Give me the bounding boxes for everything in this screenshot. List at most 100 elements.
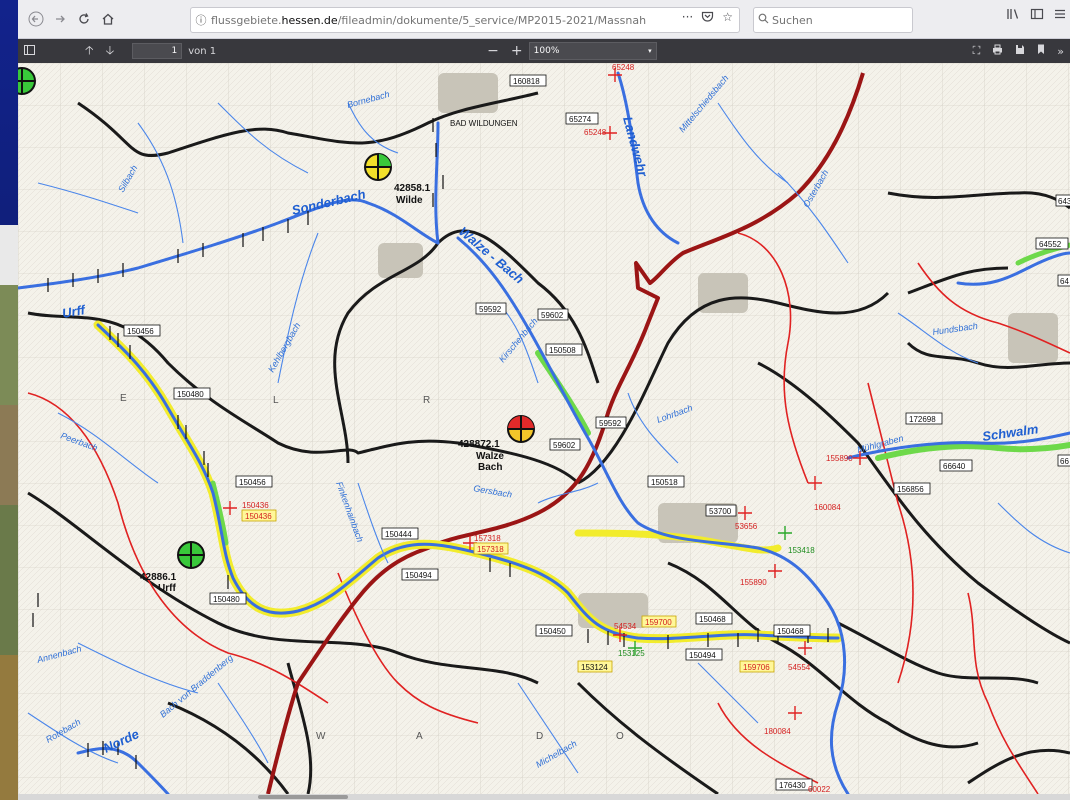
monitoring-site-wilde[interactable]: 42858.1 Wilde: [364, 153, 431, 206]
station-box[interactable]: 59602: [537, 308, 569, 321]
back-arrow-icon[interactable]: [24, 7, 48, 31]
station-box[interactable]: 150468: [773, 624, 811, 637]
station-box[interactable]: 150456: [235, 475, 273, 488]
station-box[interactable]: 150444: [381, 527, 419, 540]
station-box[interactable]: 150518: [647, 475, 685, 488]
station-box-label: 160818: [513, 77, 540, 86]
station-box-label: 59592: [479, 305, 502, 314]
scrollbar-thumb[interactable]: [258, 795, 348, 799]
zoom-in-button[interactable]: +: [510, 43, 523, 59]
chevron-down-icon: ▾: [648, 47, 652, 55]
station-box[interactable]: 150480: [209, 592, 247, 605]
toolbar-right: [1006, 7, 1066, 25]
station-box[interactable]: 59592: [595, 416, 627, 429]
yellow-box[interactable]: 159706: [739, 660, 775, 673]
station-box-label: 59602: [541, 311, 564, 320]
station-box[interactable]: 156856: [893, 482, 931, 495]
rivers-main: [18, 71, 1070, 794]
sidebar-icon[interactable]: [1030, 7, 1044, 25]
monitoring-site-walze-bach[interactable]: 428872.1 Walze Bach: [458, 415, 535, 473]
station-box[interactable]: 172698: [905, 412, 943, 425]
home-icon[interactable]: [96, 7, 120, 31]
print-icon[interactable]: [986, 44, 1009, 58]
station-box[interactable]: 150494: [401, 568, 439, 581]
presentation-mode-icon[interactable]: ⛶: [972, 44, 981, 57]
red-label: 155890: [826, 454, 853, 463]
red-label: 60022: [808, 785, 831, 794]
yellow-box-label: 159706: [743, 663, 770, 672]
station-box-label: 65274: [569, 115, 592, 124]
horizontal-scrollbar[interactable]: [18, 794, 1070, 800]
svg-text:E: E: [120, 393, 127, 404]
station-box[interactable]: 176430: [775, 778, 813, 791]
pocket-icon[interactable]: [701, 10, 714, 26]
zoom-out-button[interactable]: −: [487, 43, 499, 59]
pdf-viewer[interactable]: Sonderbach Walze - Bach Schwalm Urff Nor…: [18, 63, 1070, 794]
station-box[interactable]: 66640: [939, 459, 973, 472]
station-box-label: 66: [1060, 457, 1069, 466]
boundary-darkred: [266, 72, 865, 794]
red-label: 65248: [612, 63, 635, 72]
green-labels: 153418 153125: [618, 546, 815, 658]
red-labels: 65248 65248 150436 157318 53656 155890 1…: [242, 63, 853, 794]
station-box[interactable]: 150494: [685, 648, 723, 661]
monitoring-site-urff[interactable]: 42886.1 Urff: [140, 541, 205, 594]
next-page-icon[interactable]: 🡣: [105, 42, 115, 57]
yellow-boxes: 150436 157318 159700 159706 153124: [241, 509, 775, 673]
monitoring-site-partial[interactable]: [18, 67, 36, 95]
page-total: von 1: [188, 45, 217, 57]
station-box[interactable]: 150468: [695, 612, 733, 625]
library-icon[interactable]: [1006, 7, 1020, 25]
forward-arrow-icon[interactable]: [48, 7, 72, 31]
url-bar[interactable]: ⓘ flussgebiete.hessen.de/fileadmin/dokum…: [190, 7, 740, 33]
station-box[interactable]: 59602: [549, 438, 581, 451]
info-icon[interactable]: ⓘ: [195, 14, 207, 27]
green-label: 153418: [788, 546, 815, 555]
bookmark-star-icon[interactable]: ☆: [722, 10, 733, 24]
url-prefix: flussgebiete.: [211, 13, 282, 27]
station-box-truncated[interactable]: 64: [1057, 274, 1070, 287]
previous-page-icon[interactable]: 🡡: [85, 42, 94, 57]
station-box[interactable]: 150508: [545, 343, 583, 356]
station-box[interactable]: 150456: [123, 324, 161, 337]
station-box-label: 150456: [239, 478, 266, 487]
reload-icon[interactable]: [72, 7, 96, 31]
zoom-select[interactable]: 100% ▾: [528, 42, 657, 60]
station-box-truncated[interactable]: 643: [1055, 194, 1070, 207]
page-number-input[interactable]: [132, 43, 183, 59]
green-markers: [628, 526, 792, 655]
search-input[interactable]: Suchen: [753, 7, 913, 33]
search-icon: [754, 13, 772, 27]
bookmark-icon[interactable]: [1031, 44, 1051, 58]
red-label: 155890: [740, 578, 767, 587]
station-box[interactable]: 160818: [509, 74, 547, 87]
zoom-value: 100%: [533, 46, 560, 56]
yellow-box[interactable]: 157318: [473, 542, 509, 555]
svg-text:A: A: [416, 731, 423, 742]
station-box-truncated[interactable]: 66: [1057, 454, 1070, 467]
station-box-label: 150444: [385, 530, 412, 539]
station-box[interactable]: 59592: [475, 302, 507, 315]
red-label: 54534: [614, 622, 637, 631]
pdf-toolbar: 🡡 🡣 von 1 − + 100% ▾ ⛶ »: [18, 39, 1070, 63]
station-box-label: 66640: [943, 462, 966, 471]
red-label: 53656: [735, 522, 758, 531]
station-box[interactable]: 64552: [1035, 237, 1069, 250]
station-box[interactable]: 53700: [705, 504, 737, 517]
station-box[interactable]: 150450: [535, 624, 573, 637]
hamburger-menu-icon[interactable]: [1054, 7, 1066, 25]
station-box[interactable]: 65274: [565, 112, 599, 125]
more-icon[interactable]: ···: [681, 10, 694, 24]
yellow-box[interactable]: 159700: [641, 615, 677, 628]
yellow-box[interactable]: 150436: [241, 509, 277, 522]
station-box[interactable]: 150480: [173, 387, 211, 400]
tools-chevron-icon[interactable]: »: [1057, 44, 1064, 58]
river-label-urff: Urff: [61, 302, 88, 321]
background-window-aerial: [0, 225, 18, 800]
red-label: 65248: [584, 128, 607, 137]
toggle-sidebar-icon[interactable]: [18, 44, 41, 58]
save-icon[interactable]: [1009, 44, 1031, 58]
rivers-minor: [27, 102, 1070, 774]
yellow-box[interactable]: 153124: [577, 660, 613, 673]
site-id: 42886.1: [140, 572, 177, 583]
